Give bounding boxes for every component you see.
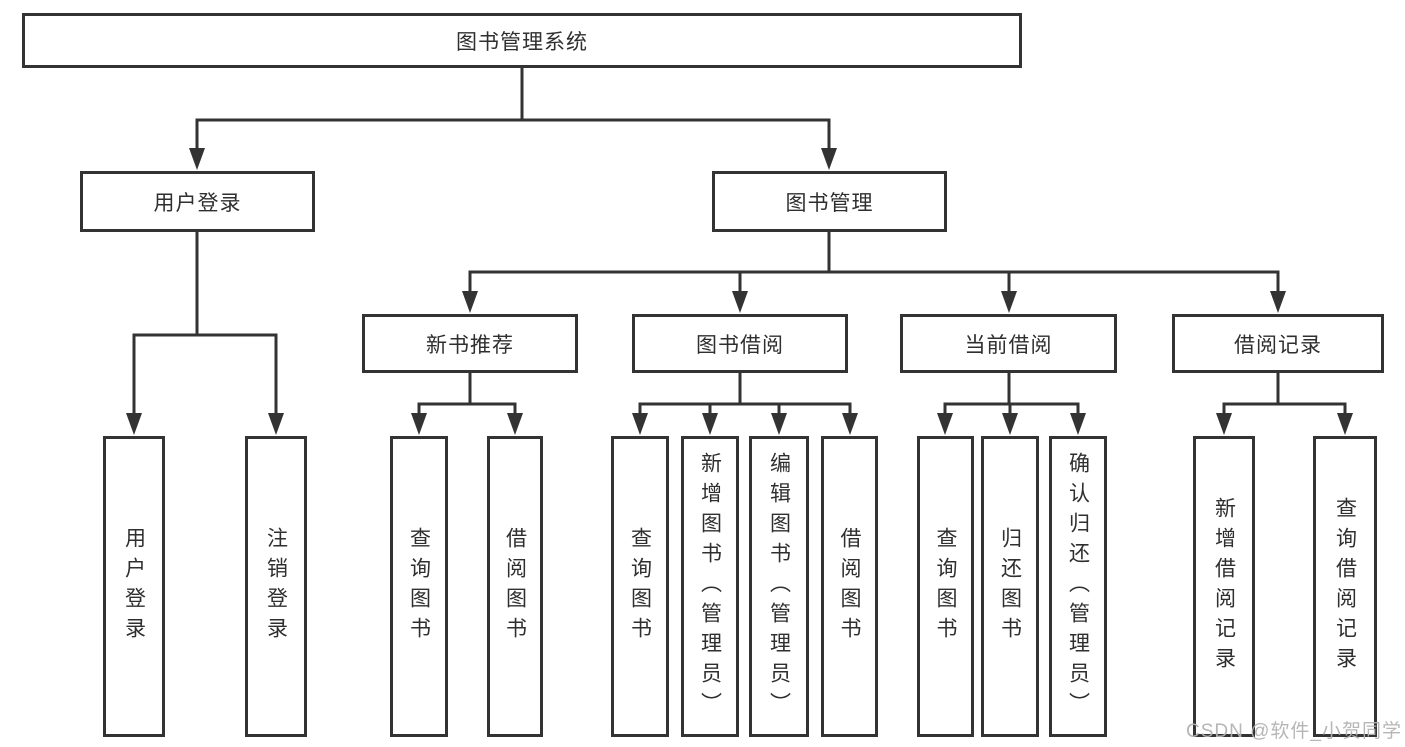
- leaf-borrowing-edit-books-admin: 编辑图书（管理员）: [749, 436, 809, 737]
- arrow-to-leaf-logout: [268, 413, 284, 435]
- arrow-to-leaf-borrow-edit: [771, 413, 787, 435]
- node-label: 新书推荐: [426, 333, 514, 357]
- node-label: 查询图书: [934, 526, 957, 647]
- connector-current-borrowing-branch: [943, 371, 1080, 417]
- node-label: 借阅图书: [503, 526, 527, 647]
- node-label: 注销登录: [264, 526, 288, 647]
- node-label: 编辑图书（管理员）: [767, 451, 791, 722]
- leaf-current-return-books: 归还图书: [981, 436, 1039, 737]
- arrow-to-book-borrowing: [732, 291, 748, 313]
- node-label: 新增图书（管理员）: [698, 451, 722, 722]
- node-current-borrowing: 当前借阅: [900, 314, 1117, 373]
- leaf-borrowing-borrow-books: 借阅图书: [821, 436, 878, 737]
- arrow-to-current-borrowing: [1001, 291, 1017, 313]
- node-label: 用户登录: [122, 526, 146, 647]
- leaf-current-confirm-return-admin: 确认归还（管理员）: [1049, 436, 1107, 737]
- leaf-records-query-record: 查询借阅记录: [1313, 436, 1377, 737]
- arrow-to-leaf-user-login: [126, 413, 142, 435]
- arrow-to-leaf-borrow-add: [702, 413, 718, 435]
- leaf-borrowing-query-books: 查询图书: [611, 436, 669, 737]
- arrow-to-leaf-current-return: [1002, 413, 1018, 435]
- node-label: 用户登录: [153, 191, 242, 215]
- node-label: 当前借阅: [964, 333, 1053, 357]
- arrow-to-leaf-current-query: [937, 413, 953, 435]
- connector-borrowing-records-branch: [1222, 371, 1347, 417]
- arrow-to-borrowing-records: [1270, 291, 1286, 313]
- node-label: 新增借阅记录: [1212, 496, 1236, 677]
- leaf-recommend-borrow-books: 借阅图书: [487, 436, 543, 737]
- node-book-management: 图书管理: [712, 171, 947, 232]
- node-book-borrowing: 图书借阅: [632, 314, 848, 373]
- node-label: 图书借阅: [696, 333, 784, 357]
- arrow-to-leaf-record-query: [1337, 413, 1353, 435]
- node-label: 借阅记录: [1234, 333, 1322, 357]
- node-label: 查询图书: [628, 526, 652, 647]
- node-label: 图书管理: [785, 191, 874, 215]
- arrow-to-leaf-current-confirm: [1070, 413, 1086, 435]
- connector-book-borrowing-branch: [638, 371, 852, 417]
- connector-new-book-recommend-branch: [417, 371, 517, 417]
- leaf-records-add-record: 新增借阅记录: [1193, 436, 1255, 737]
- arrow-to-leaf-rec-query: [411, 413, 427, 435]
- connector-user-login-branch: [132, 230, 278, 418]
- node-label: 图书管理系统: [456, 30, 588, 54]
- arrowheads: [126, 148, 1353, 435]
- arrow-to-new-book-recommend: [462, 291, 478, 313]
- leaf-user-login: 用户登录: [103, 436, 165, 737]
- leaf-borrowing-add-books-admin: 新增图书（管理员）: [681, 436, 739, 737]
- node-user-login: 用户登录: [80, 171, 315, 232]
- leaf-current-query-books: 查询图书: [917, 436, 974, 737]
- node-library-system: 图书管理系统: [22, 13, 1022, 68]
- arrow-to-leaf-borrow-borrow: [842, 413, 858, 435]
- leaf-recommend-query-books: 查询图书: [390, 436, 448, 737]
- arrow-to-leaf-record-add: [1216, 413, 1232, 435]
- connector-book-management-branch: [468, 230, 1280, 295]
- csdn-watermark: CSDN @软件_小贺同学: [1186, 721, 1402, 742]
- node-new-book-recommend: 新书推荐: [362, 314, 578, 373]
- node-borrowing-records: 借阅记录: [1172, 314, 1384, 373]
- connector-root-to-level2: [195, 66, 831, 152]
- arrow-to-user-login: [189, 148, 205, 170]
- arrow-to-book-management: [821, 148, 837, 170]
- node-label: 借阅图书: [838, 526, 861, 647]
- node-label: 查询借阅记录: [1333, 496, 1357, 677]
- node-label: 确认归还（管理员）: [1066, 451, 1090, 722]
- arrow-to-leaf-borrow-query: [632, 413, 648, 435]
- node-label: 归还图书: [998, 526, 1022, 647]
- arrow-to-leaf-rec-borrow: [507, 413, 523, 435]
- leaf-logout-login: 注销登录: [245, 436, 307, 737]
- node-label: 查询图书: [407, 526, 431, 647]
